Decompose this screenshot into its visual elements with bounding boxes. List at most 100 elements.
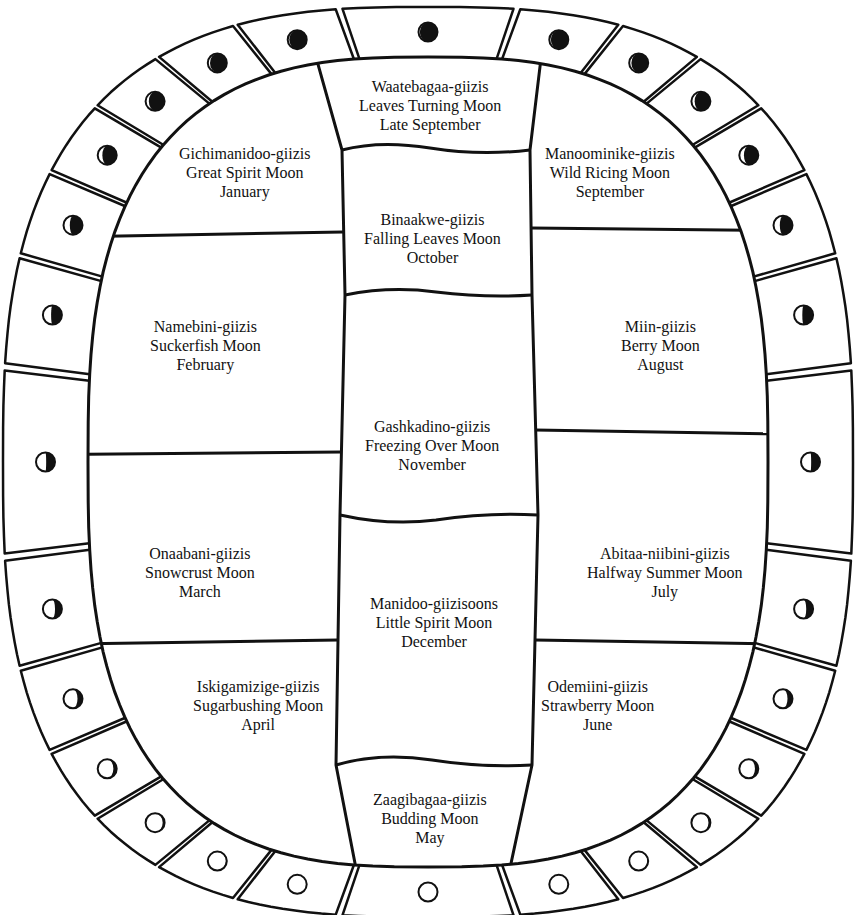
moon-shadow bbox=[52, 600, 62, 619]
moon-scute: Gichimanidoo-giizisGreat Spirit MoonJanu… bbox=[179, 144, 311, 201]
scute-border bbox=[300, 0, 365, 915]
moon-name: Onaabani-giizis bbox=[145, 544, 255, 563]
scute-border bbox=[535, 430, 857, 436]
moon-translation: Strawberry Moon bbox=[541, 696, 654, 715]
month-label: February bbox=[150, 355, 261, 374]
moon-shadow bbox=[70, 216, 83, 235]
scute-border bbox=[345, 290, 532, 296]
moon-scute: Abitaa-niibini-giizisHalfway Summer Moon… bbox=[587, 544, 743, 601]
moon-shadow bbox=[289, 30, 306, 49]
moon-translation: Falling Leaves Moon bbox=[364, 229, 501, 248]
moon-circle bbox=[419, 23, 438, 42]
moon-circle bbox=[739, 759, 758, 778]
marginal-scute bbox=[5, 258, 103, 374]
moon-circle bbox=[801, 453, 820, 472]
moon-shadow bbox=[149, 92, 165, 111]
moon-shadow bbox=[46, 453, 56, 472]
moon-circle bbox=[64, 216, 83, 235]
month-label: September bbox=[545, 182, 675, 201]
moon-shadow bbox=[102, 146, 116, 165]
moon-shadow bbox=[701, 813, 711, 832]
moon-name: Abitaa-niibini-giizis bbox=[587, 544, 743, 563]
moon-translation: Leaves Turning Moon bbox=[359, 96, 501, 115]
moon-circle bbox=[208, 53, 227, 72]
moon-circle bbox=[549, 30, 568, 49]
month-label: March bbox=[145, 582, 255, 601]
moon-circle bbox=[794, 306, 813, 325]
moon-circle bbox=[774, 689, 793, 708]
moon-shadow bbox=[811, 453, 821, 472]
moon-circle bbox=[739, 146, 758, 165]
scute-border bbox=[0, 232, 343, 238]
moon-circle bbox=[208, 852, 227, 871]
moon-shadow bbox=[639, 852, 649, 871]
scute-border bbox=[340, 514, 538, 522]
marginal-scute bbox=[3, 370, 91, 553]
moon-name: Gichimanidoo-giizis bbox=[179, 144, 311, 163]
moon-phases bbox=[36, 23, 820, 902]
moon-scute: Manidoo-giizisoonsLittle Spirit MoonDece… bbox=[370, 594, 498, 651]
moon-scute: Manoominike-giizisWild Ricing MoonSeptem… bbox=[545, 144, 675, 201]
moon-translation: Snowcrust Moon bbox=[145, 563, 255, 582]
moon-translation: Little Spirit Moon bbox=[370, 613, 498, 632]
moon-shadow bbox=[551, 30, 568, 49]
moon-name: Binaakwe-giizis bbox=[364, 210, 501, 229]
moon-circle bbox=[774, 216, 793, 235]
moon-translation: Suckerfish Moon bbox=[150, 336, 261, 355]
scute-border bbox=[535, 640, 857, 646]
moon-name: Namebini-giizis bbox=[150, 317, 261, 336]
moon-translation: Halfway Summer Moon bbox=[587, 563, 743, 582]
month-label: October bbox=[364, 248, 501, 267]
moon-translation: Berry Moon bbox=[621, 336, 700, 355]
moon-circle bbox=[794, 600, 813, 619]
marginal-scute bbox=[753, 258, 851, 374]
moon-circle bbox=[43, 306, 62, 325]
moon-scute: Onaabani-giizisSnowcrust MoonMarch bbox=[145, 544, 255, 601]
moon-shadow bbox=[780, 216, 793, 235]
scute-border bbox=[531, 228, 857, 232]
moon-scute: Namebini-giizisSuckerfish MoonFebruary bbox=[150, 317, 261, 374]
marginal-scute bbox=[343, 7, 514, 61]
moon-circle bbox=[64, 689, 83, 708]
moon-scute: Binaakwe-giizisFalling Leaves MoonOctobe… bbox=[364, 210, 501, 267]
moon-name: Gashkadino-giizis bbox=[365, 417, 499, 436]
moon-name: Waatebagaa-giizis bbox=[359, 77, 501, 96]
marginal-scute bbox=[343, 863, 514, 915]
scute-border bbox=[0, 640, 338, 645]
moon-name: Miin-giizis bbox=[621, 317, 700, 336]
moon-circle bbox=[146, 813, 165, 832]
month-label: June bbox=[541, 715, 654, 734]
moon-circle bbox=[43, 600, 62, 619]
moon-circle bbox=[146, 92, 165, 111]
moon-shadow bbox=[695, 92, 711, 111]
month-label: May bbox=[373, 828, 487, 847]
month-label: December bbox=[370, 632, 498, 651]
moon-name: Manoominike-giizis bbox=[545, 144, 675, 163]
moon-shadow bbox=[802, 306, 813, 325]
month-label: January bbox=[179, 182, 311, 201]
scute-border bbox=[342, 144, 530, 152]
moon-scute: Odemiini-giizisStrawberry MoonJune bbox=[541, 677, 654, 734]
moon-circle bbox=[419, 883, 438, 902]
moon-circle bbox=[549, 875, 568, 894]
moon-circle bbox=[98, 759, 117, 778]
moon-shadow bbox=[420, 23, 438, 42]
moon-translation: Wild Ricing Moon bbox=[545, 163, 675, 182]
month-label: November bbox=[365, 455, 499, 474]
moon-circle bbox=[36, 453, 55, 472]
moon-shadow bbox=[73, 689, 83, 708]
moon-scute: Waatebagaa-giizisLeaves Turning MoonLate… bbox=[359, 77, 501, 134]
moon-circle bbox=[629, 852, 648, 871]
month-label: July bbox=[587, 582, 743, 601]
moon-scute: Miin-giizisBerry MoonAugust bbox=[621, 317, 700, 374]
moon-circle bbox=[98, 146, 117, 165]
moon-shadow bbox=[783, 689, 793, 708]
moon-circle bbox=[288, 30, 307, 49]
moon-shadow bbox=[217, 852, 227, 871]
moon-circle bbox=[691, 92, 710, 111]
scute-border bbox=[500, 0, 548, 915]
moon-translation: Budding Moon bbox=[373, 809, 487, 828]
moon-name: Iskigamizige-giizis bbox=[193, 677, 323, 696]
moon-translation: Great Spirit Moon bbox=[179, 163, 311, 182]
